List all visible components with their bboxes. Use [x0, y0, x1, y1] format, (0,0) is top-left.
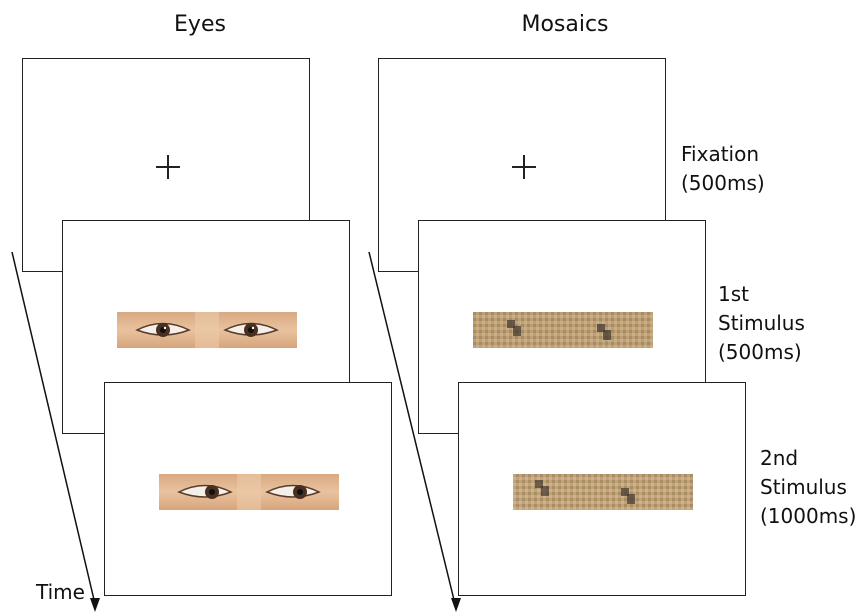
phase-second-line-2: Stimulus	[760, 475, 847, 499]
eyes-image-first	[117, 312, 297, 348]
eyes-column-title: Eyes	[174, 12, 226, 37]
phase-first-line-2: Stimulus	[718, 311, 805, 335]
mosaic-image-second	[513, 474, 693, 510]
time-label: Time	[36, 580, 85, 604]
fixation-cross-icon	[512, 155, 536, 179]
phase-first-line-1: 1st	[718, 282, 749, 306]
mosaics-second-stimulus-frame	[458, 382, 746, 596]
eyes-second-stimulus-frame	[104, 382, 392, 596]
mosaic-image-first	[473, 312, 653, 348]
phase-first-stimulus-label: 1st Stimulus (500ms)	[718, 280, 805, 367]
mosaics-column-title: Mosaics	[521, 12, 609, 37]
phase-fixation-line-2: (500ms)	[681, 171, 765, 195]
eyes-image-second	[159, 474, 339, 510]
phase-first-line-3: (500ms)	[718, 340, 802, 364]
phase-second-stimulus-label: 2nd Stimulus (1000ms)	[760, 444, 856, 531]
phase-second-line-1: 2nd	[760, 446, 799, 470]
phase-fixation-label: Fixation (500ms)	[681, 140, 765, 198]
phase-fixation-line-1: Fixation	[681, 142, 760, 166]
phase-second-line-3: (1000ms)	[760, 504, 857, 528]
fixation-cross-icon	[156, 155, 180, 179]
